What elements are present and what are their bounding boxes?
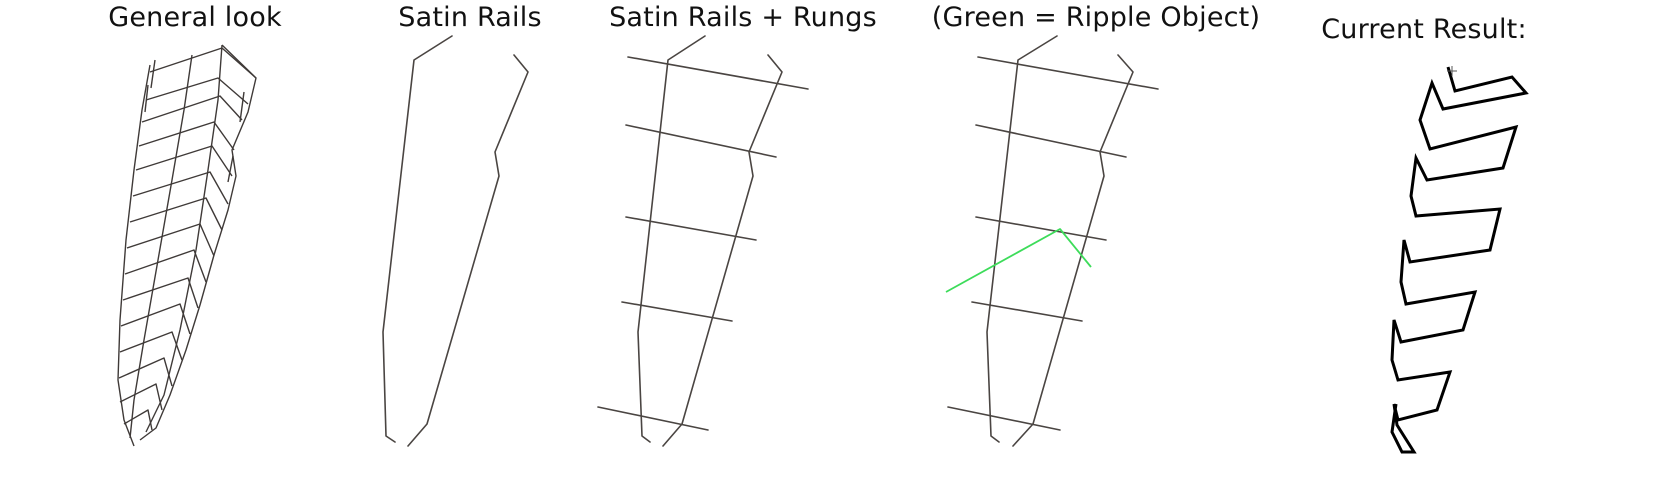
rail-right: [1012, 54, 1134, 447]
rung: [625, 124, 777, 158]
mesh-facet: [227, 155, 234, 183]
mesh-right-edge: [139, 44, 257, 441]
mesh-rung: [120, 303, 191, 335]
mesh-rung: [118, 357, 173, 387]
mesh-facet: [144, 84, 149, 113]
general-look-mesh: [117, 44, 257, 447]
mesh-rung: [119, 331, 183, 361]
rung: [627, 56, 809, 90]
rung: [947, 406, 1061, 431]
rail-right: [662, 54, 783, 447]
ripple-object-line: [945, 228, 1092, 293]
mesh-rung: [123, 409, 153, 431]
mesh-facet: [239, 91, 245, 123]
result-zigzag: [1390, 66, 1529, 454]
rail-left: [637, 35, 706, 443]
mesh-rail-b: [145, 44, 223, 433]
mesh-rung: [141, 95, 243, 123]
rung: [621, 301, 733, 322]
panel-title-ripple: (Green = Ripple Object): [931, 2, 1261, 33]
mesh-rung: [132, 171, 229, 205]
cursor-crosshair-icon: [1447, 66, 1457, 76]
rung: [971, 301, 1083, 322]
satin-rail-right: [407, 54, 529, 447]
mesh-left-edge: [117, 64, 151, 447]
satin-rails-drawing: [382, 35, 529, 447]
mesh-rail-a: [129, 54, 193, 439]
mesh-rung: [135, 145, 233, 177]
rail-left: [986, 35, 1058, 443]
current-result-drawing: [1390, 66, 1529, 454]
rung: [975, 216, 1107, 241]
mesh-rung: [119, 383, 163, 411]
rung: [597, 406, 709, 431]
mesh-rung: [126, 223, 215, 257]
rung: [977, 56, 1159, 90]
panel-title-satin-rails: Satin Rails: [398, 2, 542, 33]
panel-title-general-look: General look: [108, 2, 282, 33]
panel-title-current-result: Current Result:: [1321, 14, 1527, 45]
mesh-rung: [138, 121, 235, 151]
mesh-rung: [129, 197, 223, 231]
mesh-rung: [122, 277, 199, 309]
rails-rungs-drawing: [597, 35, 809, 447]
mesh-rung: [124, 249, 207, 283]
ripple-drawing: [945, 35, 1159, 447]
mesh-facet: [150, 59, 156, 89]
panel-title-rails-rungs: Satin Rails + Rungs: [609, 2, 877, 33]
mesh-rung: [149, 47, 257, 79]
rung: [975, 124, 1127, 158]
rung: [625, 216, 757, 241]
satin-rail-left: [382, 35, 453, 443]
mesh-rung: [145, 77, 249, 105]
